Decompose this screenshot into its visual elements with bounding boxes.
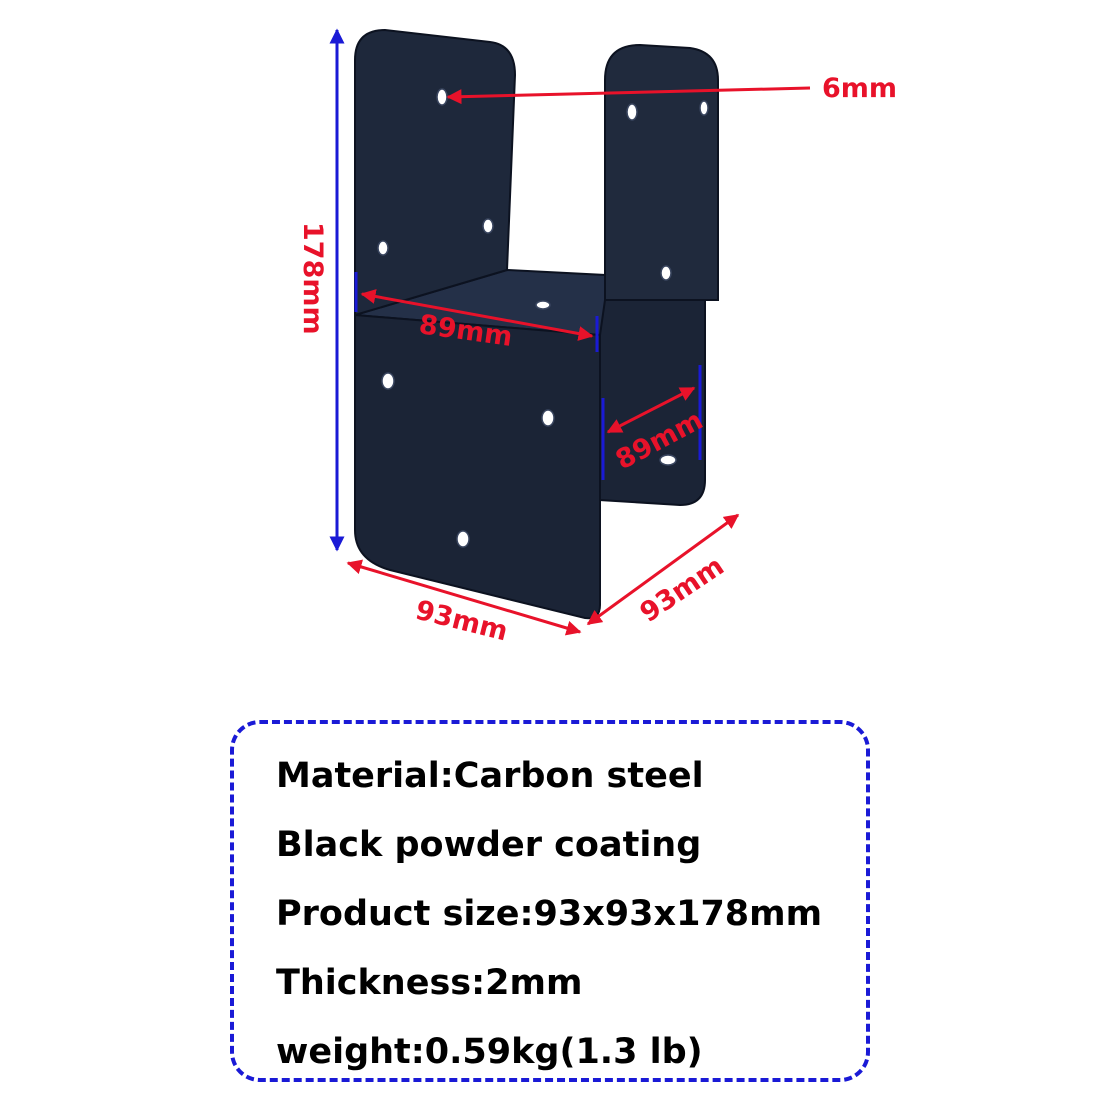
dimension-label-height: 178mm <box>297 222 328 335</box>
bracket-front-flange <box>354 28 517 317</box>
dimension-label-outer-width: 93mm <box>412 595 511 648</box>
spec-list: Material:Carbon steel Black powder coati… <box>276 742 822 1087</box>
dimension-line-outer-depth <box>586 513 740 626</box>
spec-box: Material:Carbon steel Black powder coati… <box>230 720 870 1082</box>
hole <box>377 240 389 256</box>
hole <box>699 100 709 116</box>
dimension-line-inner-depth <box>606 386 696 434</box>
dimension-label-outer-depth: 93mm <box>635 551 730 629</box>
dimension-line-hole <box>446 86 811 105</box>
hole <box>535 300 551 310</box>
spec-coating: Black powder coating <box>276 825 702 865</box>
hole <box>541 409 555 427</box>
hole <box>482 218 494 234</box>
hole <box>659 454 677 466</box>
bracket-diagram: 6mm 178mm 89mm 89mm 93mm 93mm <box>297 28 897 648</box>
spec-thickness: Thickness:2mm <box>276 963 583 1003</box>
spec-weight: weight:0.59kg(1.3 lb) <box>276 1032 703 1072</box>
bracket-right-wall <box>599 299 706 507</box>
hole <box>660 265 672 281</box>
dimension-line-outer-width <box>346 559 582 636</box>
dimension-line-inner-width <box>360 289 594 341</box>
hole <box>436 88 448 106</box>
spec-material: Material:Carbon steel <box>276 756 704 796</box>
hole <box>626 103 638 121</box>
hole <box>381 372 395 390</box>
bracket-back-flange <box>604 43 719 301</box>
dimension-label-hole: 6mm <box>822 73 897 104</box>
spec-product-size: Product size:93x93x178mm <box>276 894 823 934</box>
bracket-front-face <box>354 313 601 620</box>
hole <box>456 530 470 548</box>
